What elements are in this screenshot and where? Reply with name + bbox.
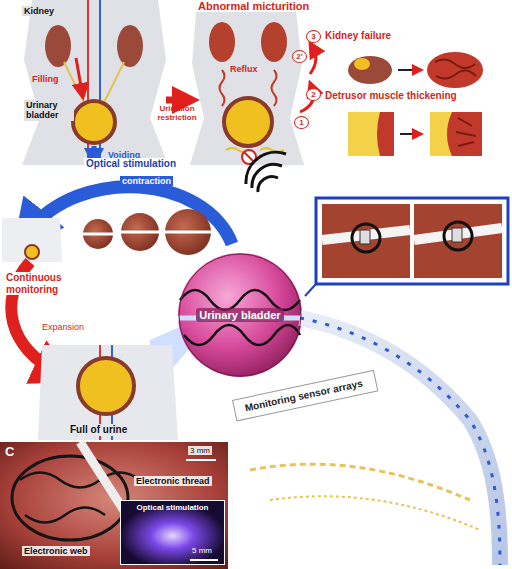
zoom-inset (352, 224, 380, 252)
zoom-inset (452, 228, 462, 242)
contracting-bladders (121, 213, 159, 251)
normal-body (92, 146, 97, 158)
arrow-label: contraction (120, 176, 173, 186)
sensor-ribbon (300, 318, 500, 565)
bladder-wall-pictures (430, 112, 482, 156)
bladder-wall-pictures (400, 133, 418, 135)
abnormal-body (209, 22, 235, 62)
bladder-sphere (178, 253, 302, 377)
section-heading: Abnormal micturition (198, 0, 309, 13)
effect-label: Kidney failure (325, 30, 391, 42)
zoom-inset (316, 198, 508, 284)
transition-arrow (166, 100, 186, 101)
node-text: Optical stimulation (121, 501, 224, 512)
contracting-bladders (121, 231, 159, 234)
arrow-label: Optical stimulation (84, 158, 178, 170)
zoom-inset (360, 230, 370, 244)
sensor-band: Monitoring sensor arrays (232, 370, 378, 421)
bladder-wall-pictures (348, 112, 482, 156)
full-body (78, 358, 134, 414)
flow-label: Filling (30, 74, 61, 84)
bladder-sphere (178, 253, 302, 377)
normal-body (22, 0, 168, 165)
contracting-bladders (165, 231, 211, 234)
contracting-bladders (2, 209, 211, 262)
sensor-ribbon (300, 318, 500, 565)
kidney-failure-pictures (348, 52, 483, 88)
contracting-bladders (2, 218, 62, 262)
photo-panel (0, 442, 228, 569)
sensor-ribbon (250, 318, 500, 565)
node-text: C (5, 445, 14, 460)
normal-body (45, 25, 71, 67)
bladder-wall-pictures (377, 112, 394, 156)
abnormal-body (244, 152, 254, 162)
flow-label: Reflux (228, 64, 260, 74)
arrow-label: Continuous monitoring (4, 272, 76, 295)
stimulation-inset: Optical stimulation (120, 500, 225, 565)
contracting-bladders (165, 209, 211, 255)
arrow-label: Urination restriction (155, 104, 199, 122)
zoom-inset (444, 222, 472, 250)
zoom-inset (305, 284, 316, 296)
normal-body (117, 25, 143, 67)
kidney-failure-pictures (348, 56, 392, 84)
effect-label: Detrusor muscle thickening (325, 90, 457, 102)
full-body (38, 320, 205, 440)
part-name: Electronic web (22, 546, 90, 556)
wireless-symbol (246, 152, 286, 192)
contracting-bladders (25, 245, 39, 259)
callout-number: 2' (292, 50, 307, 63)
normal-body (73, 101, 115, 143)
node-text: Monitoring sensor arrays (244, 377, 367, 414)
photo-panel (190, 559, 218, 561)
part-name: Kidney (22, 6, 56, 16)
bladder-wall-pictures (456, 118, 476, 146)
zoom-inset (305, 198, 508, 296)
transition-arrow (166, 97, 186, 104)
callout-number: 3 (306, 30, 321, 43)
progression-arrows (310, 48, 316, 74)
scale-label: 3 mm (188, 446, 212, 455)
sensor-ribbon (250, 464, 470, 500)
abnormal-body (190, 12, 304, 165)
callout-number: 1 (294, 116, 309, 129)
kidney-failure-pictures (354, 58, 370, 70)
contracting-bladders (83, 219, 113, 249)
state-label: Full of urine (68, 424, 129, 436)
abnormal-body (190, 12, 304, 165)
kidney-failure-pictures (398, 69, 418, 71)
photo-panel (25, 508, 105, 523)
scale-label: 5 mm (192, 546, 212, 555)
photo-panel (0, 442, 228, 569)
arrow-label: Expansion (40, 322, 86, 332)
sensor-ribbon (270, 496, 480, 530)
part-name: Electronic thread (134, 476, 212, 486)
sphere-outline (179, 254, 301, 376)
normal-body (22, 0, 168, 165)
contracting-bladders (83, 233, 113, 236)
photo-panel (120, 500, 225, 565)
bladder-wall-pictures (447, 112, 482, 156)
part-name: Urinary bladder (24, 100, 74, 121)
photo-panel (20, 473, 140, 488)
abnormal-body (224, 98, 272, 146)
kidney-failure-pictures (435, 59, 476, 78)
zoom-inset (322, 204, 410, 278)
abnormal-body (261, 22, 287, 62)
zoom-inset (414, 204, 502, 278)
bladder-sphere-node: Urinary bladder (178, 253, 302, 377)
normal-body (76, 58, 82, 92)
photo-panel (186, 459, 216, 461)
full-body (38, 345, 178, 440)
kidney-failure-pictures (427, 52, 483, 88)
bladder-wall-pictures (348, 112, 394, 156)
callout-number: 2 (306, 88, 321, 101)
wireless-symbol (246, 152, 286, 192)
bladder-sphere (184, 325, 300, 345)
node-text: Urinary bladder (196, 308, 283, 323)
